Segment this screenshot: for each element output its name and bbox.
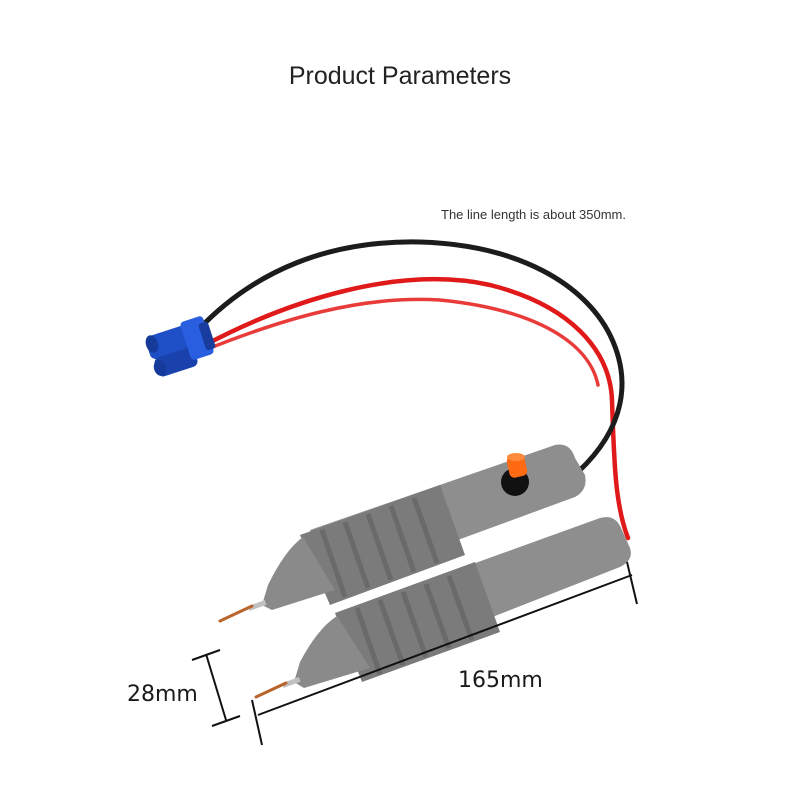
tip-upper — [218, 600, 267, 623]
black-wire — [195, 239, 625, 475]
pen-nose-upper — [262, 537, 335, 610]
width-dimension-label: 28mm — [127, 682, 198, 707]
red-wire-outer — [202, 277, 631, 541]
spot-welding-pen-upper — [218, 444, 586, 623]
length-dimension-label: 165mm — [458, 668, 543, 693]
tip-lower — [254, 677, 301, 699]
adjustment-knob-icon — [506, 453, 528, 478]
ec5-connector-icon — [145, 316, 216, 377]
length-dimension-line — [251, 561, 638, 746]
width-dimension-line — [191, 649, 241, 727]
grip-ridges-lower — [354, 575, 475, 675]
grip-ridges-upper — [319, 497, 440, 598]
page-title: Product Parameters — [288, 62, 512, 90]
wire-group — [195, 239, 631, 541]
pen-nose-lower — [294, 616, 370, 688]
red-wire-inner — [203, 297, 600, 387]
line-length-note: The line length is about 350mm. — [441, 207, 626, 222]
pen-grip-lower — [335, 562, 500, 682]
spot-welding-pen-lower — [254, 517, 631, 699]
pen-grip-upper — [300, 485, 465, 605]
